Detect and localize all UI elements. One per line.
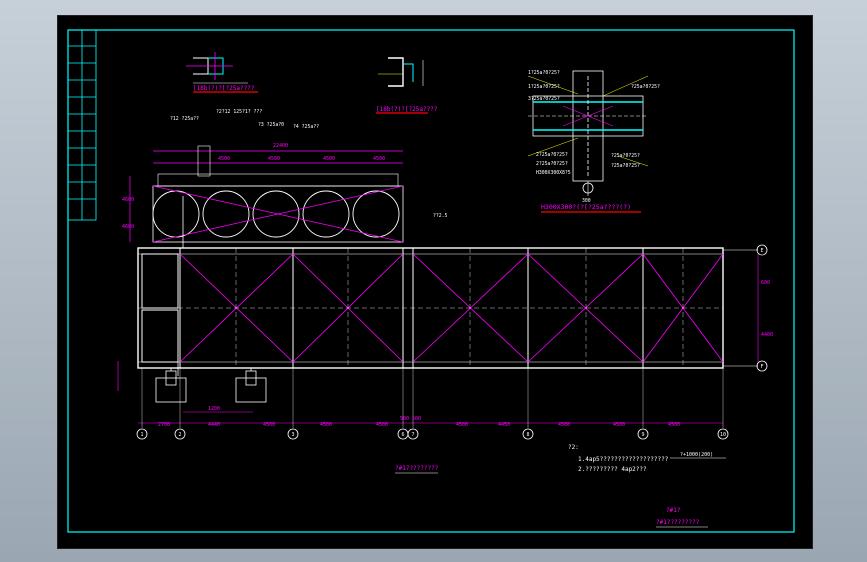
- small-dim-1: 500: [400, 416, 409, 422]
- grid-label: 2: [178, 432, 181, 438]
- drawing-border: [67, 29, 795, 533]
- cad-drawing-canvas[interactable]: [18b(?)?[?25a???? [18b(?)?[?25a????: [57, 15, 813, 549]
- top-dim-2: 4500: [268, 156, 280, 162]
- grid-label: 8: [526, 432, 529, 438]
- detail-2: [18b(?)?[?25a????: [376, 57, 438, 114]
- grid-bubble: [174, 428, 186, 440]
- grid-label: 10: [720, 432, 726, 438]
- drawing-svg: [18b(?)?[?25a???? [18b(?)?[?25a????: [67, 29, 795, 533]
- grid-label: 9: [641, 432, 644, 438]
- notes-heading: ?2:: [568, 444, 579, 451]
- bottom-dim: 4500: [558, 422, 570, 428]
- callout-2: ?2?12 125?1? ???: [216, 109, 262, 115]
- callout-13: ?25a?0?25?: [611, 163, 640, 169]
- row-label-f: F: [760, 364, 763, 370]
- bottom-dim: 4500: [263, 422, 275, 428]
- callout-15: 300: [582, 198, 591, 204]
- grid-label: 6: [401, 432, 404, 438]
- plan-centerlines: [138, 248, 723, 368]
- note-1: 1.4ap5???????????????????: [578, 456, 669, 463]
- grid-label: 1: [140, 432, 143, 438]
- left-dim-1: 4600: [122, 197, 134, 203]
- callout-14: ?25a?0?25?: [631, 84, 660, 90]
- top-dim-3: 4500: [323, 156, 335, 162]
- notes-group: ?2: 1.4ap5??????????????????? 2.????????…: [568, 444, 726, 473]
- scale-note: ?+1000(200): [680, 452, 713, 458]
- left-dimension-texts: 4600 4600: [122, 197, 134, 230]
- drawing-no: ?#1?: [666, 507, 681, 514]
- side-dim-2: 4400: [761, 332, 773, 338]
- title-block-strip: [67, 29, 97, 221]
- bottom-dim: 4500: [376, 422, 388, 428]
- callout-10: 2?25a?0?25?: [536, 161, 568, 167]
- bottom-dim: 4500: [456, 422, 468, 428]
- callout-3: ?3 ?25a?0: [258, 122, 284, 128]
- callout-5: ??2.5: [433, 213, 448, 219]
- tank-row: [129, 145, 404, 243]
- top-total-dim: 22400: [273, 143, 288, 149]
- callout-9: 2?25a?0?25?: [536, 152, 568, 158]
- row-label-e: E: [760, 248, 763, 254]
- top-dim-4: 4500: [373, 156, 385, 162]
- detail-1-title: [18b(?)?[?25a????: [193, 85, 255, 92]
- note-2: 2.????????? 4ap2???: [578, 466, 647, 473]
- bottom-dimension-texts: 2700 4440 4500 4500 4500 4500 4450 4500 4500 4500: [158, 422, 680, 428]
- bottom-dim: 4500: [613, 422, 625, 428]
- grid-bubble: [522, 428, 534, 440]
- bottom-dim: 2700: [158, 422, 170, 428]
- row-bubble-f: F: [723, 360, 768, 372]
- grid-bubble: [717, 428, 729, 440]
- grid-bubble: [287, 428, 299, 440]
- callout-4: ?4 ?25a??: [293, 124, 319, 130]
- section-title-1: ?#1?????????: [395, 465, 439, 472]
- drawing-title-group: ?#1? ?#1?????????: [656, 507, 708, 528]
- grid-label: 7: [411, 432, 414, 438]
- side-dimension-texts: 600 4400 1200 500 500: [208, 280, 773, 422]
- callout-texts: ?12 ?25a?? ?2?12 125?1? ??? ?3 ?25a?0 ?4…: [170, 70, 660, 219]
- section-title-2: ?#1?????????: [656, 519, 700, 526]
- pumps: [155, 196, 267, 403]
- detail-1: [18b(?)?[?25a????: [186, 52, 258, 93]
- top-dimension-texts: 22400 4500 4500 4500 4500: [218, 143, 385, 162]
- grid-bubble: [136, 428, 148, 440]
- callout-11: H300X300X8?5: [536, 170, 571, 176]
- detail-2-title: [18b(?)?[?25a????: [376, 106, 438, 113]
- row-bubble-e: E: [723, 244, 768, 256]
- detail-3-title: H300X300?(?[?25a????(?): [541, 203, 631, 211]
- grid-bubble: [637, 428, 649, 440]
- callout-1: ?12 ?25a??: [170, 116, 199, 122]
- section-title-1-group: ?#1?????????: [395, 465, 439, 474]
- pump-dim: 1200: [208, 406, 220, 412]
- small-dim-2: 500: [412, 416, 421, 422]
- bottom-dim: 4500: [668, 422, 680, 428]
- callout-7: 1?25a?0?25?: [528, 84, 560, 90]
- bottom-dim: 4440: [208, 422, 220, 428]
- grid-bubbles: 1 2 3 6 7 8 9 10: [136, 368, 729, 440]
- side-dim-1: 600: [761, 280, 770, 286]
- callout-12: ?25a?0?25?: [611, 153, 640, 159]
- grid-bubble: [407, 428, 419, 440]
- callout-6: 1?25a?0?25?: [528, 70, 560, 76]
- left-dim-2: 4600: [122, 224, 134, 230]
- detail-3: H300X300?(?[?25a????(?): [527, 70, 649, 213]
- plan-dimensions: [117, 254, 759, 424]
- top-dim-1: 4500: [218, 156, 230, 162]
- callout-8: 3?25a?0?25?: [528, 96, 560, 102]
- bottom-dim: 4450: [498, 422, 510, 428]
- grid-label: 3: [291, 432, 294, 438]
- bottom-dim: 4500: [320, 422, 332, 428]
